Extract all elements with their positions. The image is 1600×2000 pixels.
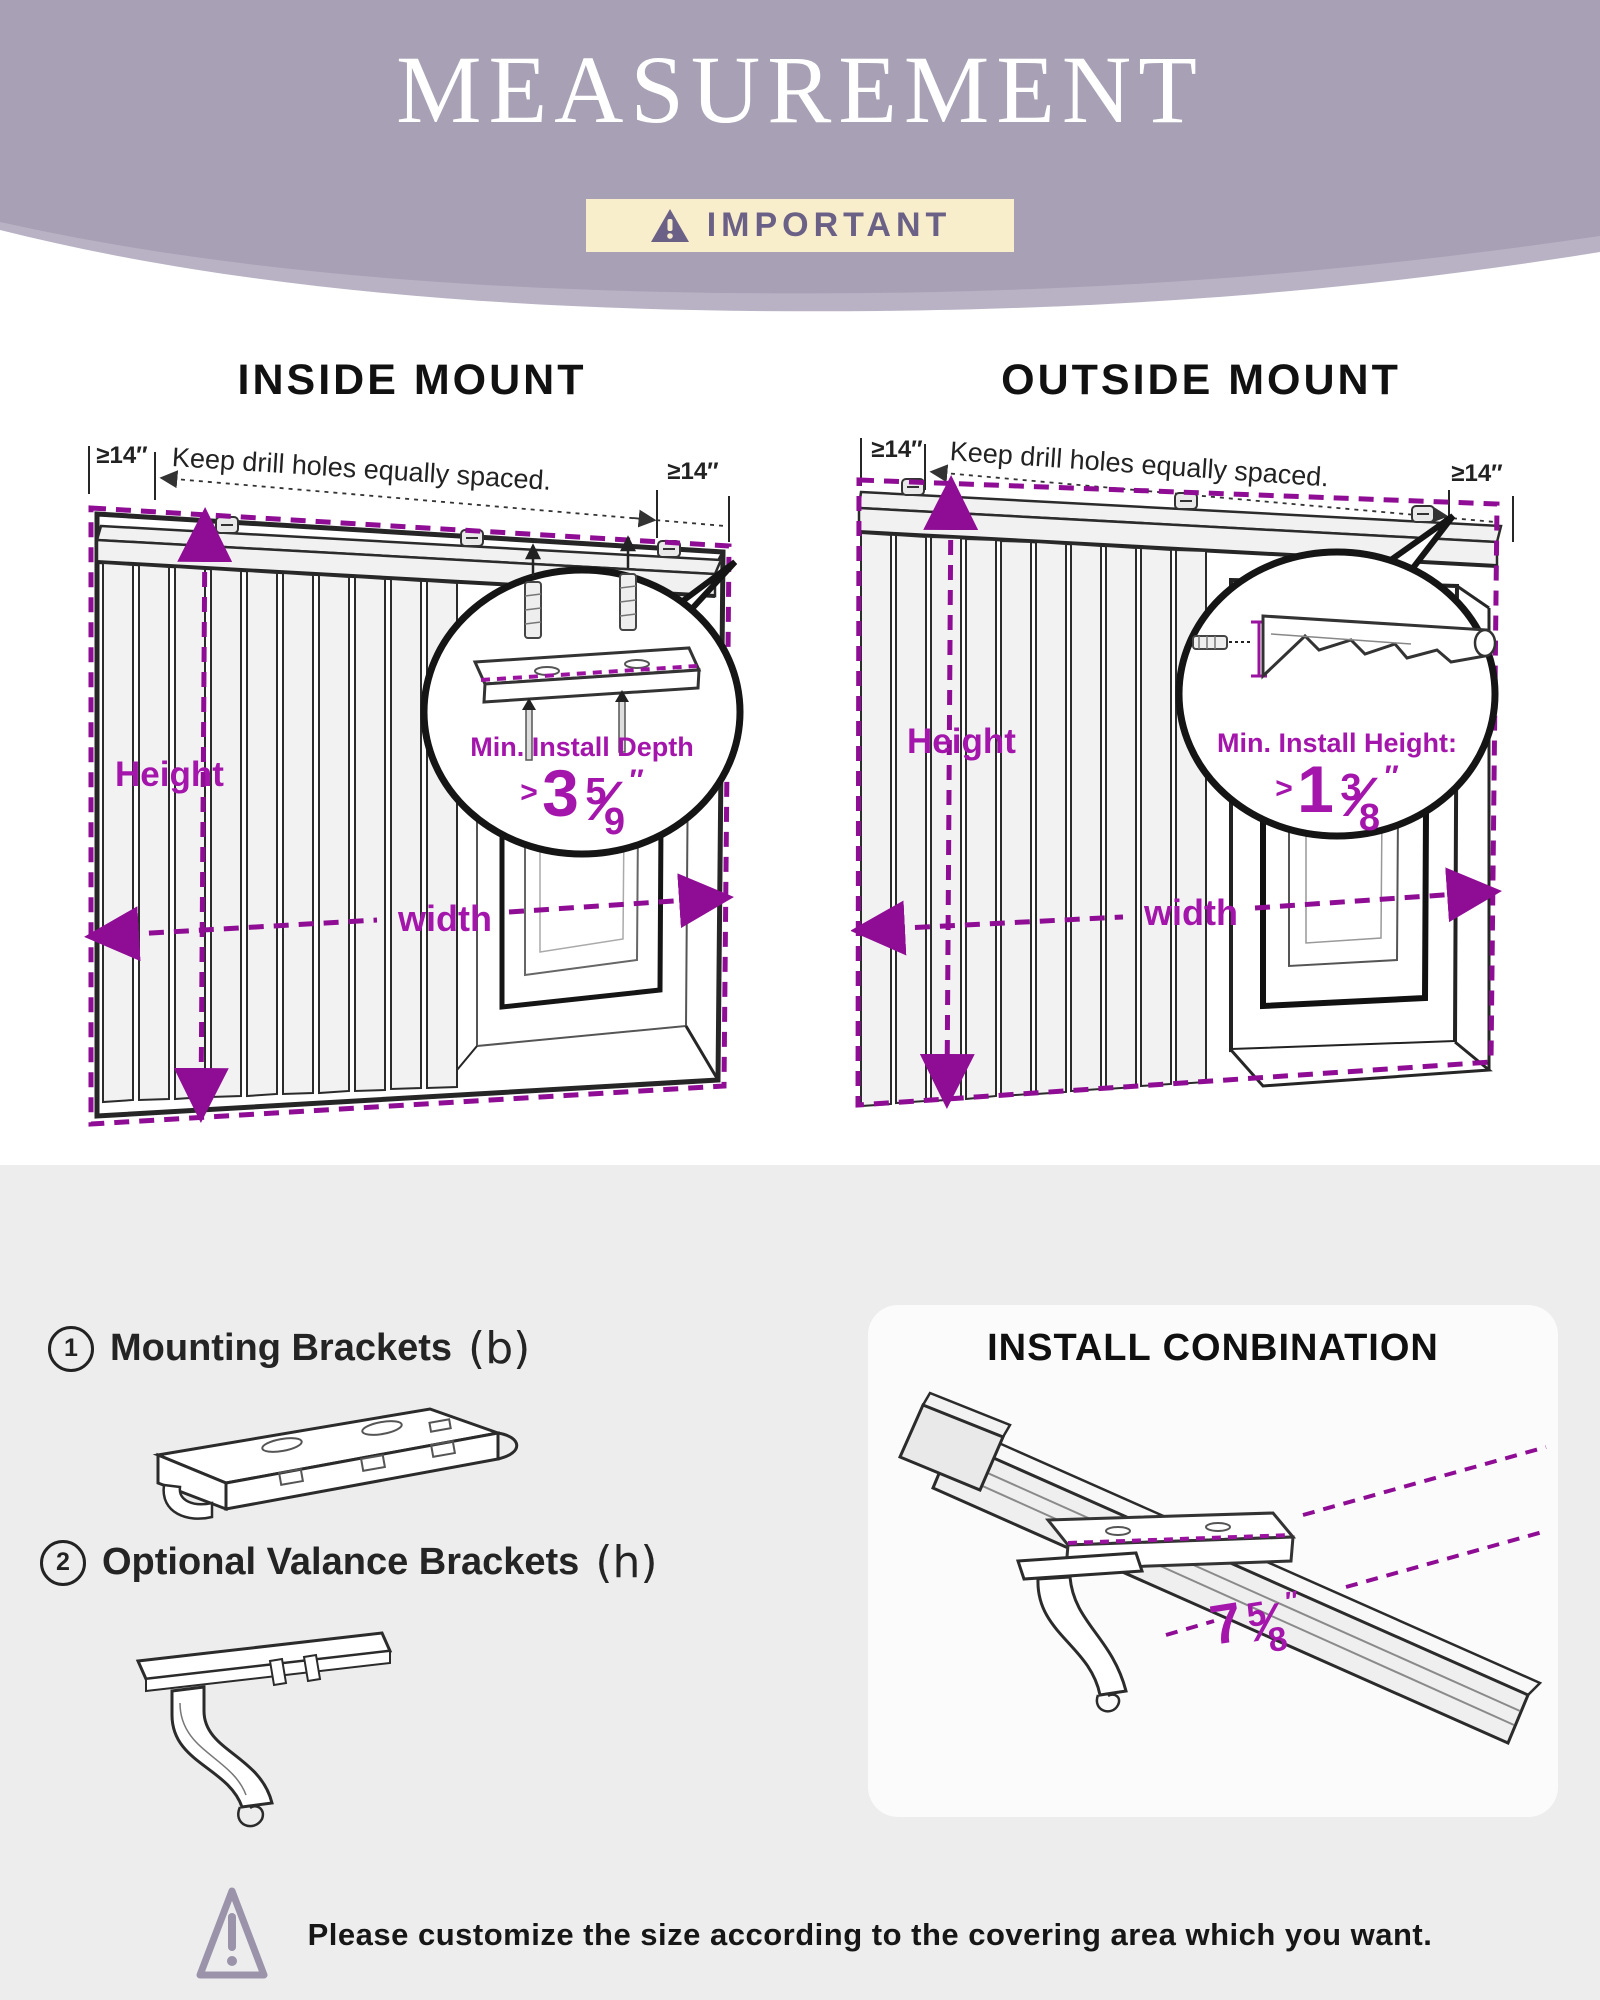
warning-triangle-icon — [650, 208, 689, 242]
important-badge-label: IMPORTANT — [706, 206, 952, 244]
inside-mount-diagram: ≥14″ Keep drill holes equally spaced. ≥1… — [77, 430, 747, 1160]
header-background — [0, 0, 1600, 312]
part-item-valance-brackets: 2 Optional Valance Brackets (h) — [40, 1537, 658, 1588]
inside-callout-value: > 3 5⁄9 ″ — [520, 756, 644, 844]
install-height-callout — [1175, 513, 1499, 840]
part-label: Optional Valance Brackets — [102, 1541, 580, 1583]
mounting-bracket-illustration — [152, 1407, 519, 1520]
gt-sign: > — [1275, 772, 1293, 805]
inside-callout-title: Min. Install Depth — [470, 732, 694, 762]
gt-sign: > — [520, 776, 538, 809]
outside-width-label: width — [1144, 892, 1238, 933]
outside-gap-left-label: ≥14″ — [871, 436, 923, 463]
part-number-badge: 2 — [40, 1539, 86, 1586]
part-number-badge: 1 — [48, 1325, 94, 1372]
valance-bracket-illustration — [135, 1631, 393, 1828]
blind-slats — [860, 531, 1207, 1108]
part-code: (b) — [468, 1323, 531, 1374]
parts-and-install-section: 1 Mounting Brackets (b) 2 Optional Valan… — [0, 1165, 1600, 2000]
outside-mount-diagram: ≥14″ Keep drill holes equally spaced. ≥1… — [851, 430, 1551, 1160]
inside-gap-right-label: ≥14″ — [667, 458, 719, 485]
outside-mount-heading: OUTSIDE MOUNT — [1001, 356, 1401, 404]
outside-gap-right-label: ≥14″ — [1451, 460, 1503, 487]
install-combination-drawing — [898, 1391, 1547, 1745]
page-title: MEASUREMENT — [396, 36, 1204, 143]
measure-boundary — [88, 505, 732, 1127]
inside-width-label: width — [398, 898, 492, 939]
outside-mount-drawing — [851, 438, 1514, 1109]
inside-height-label: Height — [115, 755, 224, 794]
height-measure-line — [919, 475, 979, 1109]
inside-mount-heading: INSIDE MOUNT — [237, 356, 587, 404]
drill-spacing-guide — [88, 446, 730, 542]
warning-triangle-icon — [196, 1887, 268, 1979]
inside-gap-left-label: ≥14″ — [96, 442, 148, 469]
important-badge: IMPORTANT — [586, 199, 1014, 252]
install-combination-panel: INSTALL CONBINATION — [868, 1305, 1558, 1817]
part-label: Mounting Brackets — [110, 1327, 453, 1369]
width-measure-line — [851, 867, 1502, 956]
outside-callout-title: Min. Install Height: — [1217, 728, 1457, 758]
part-code: (h) — [595, 1537, 658, 1588]
install-depth-callout — [420, 535, 744, 858]
customize-note: Please customize the size according to t… — [307, 1917, 1433, 1952]
width-measure-line — [84, 873, 734, 962]
outside-callout-value: > 1 3⁄8 ″ — [1275, 752, 1399, 840]
inside-mount-drawing — [84, 446, 744, 1127]
part-item-mounting-brackets: 1 Mounting Brackets (b) — [48, 1323, 530, 1374]
outside-height-label: Height — [907, 722, 1016, 761]
height-measure-line — [173, 507, 233, 1123]
install-combination-heading: INSTALL CONBINATION — [987, 1327, 1439, 1369]
measure-boundary — [855, 477, 1500, 1108]
